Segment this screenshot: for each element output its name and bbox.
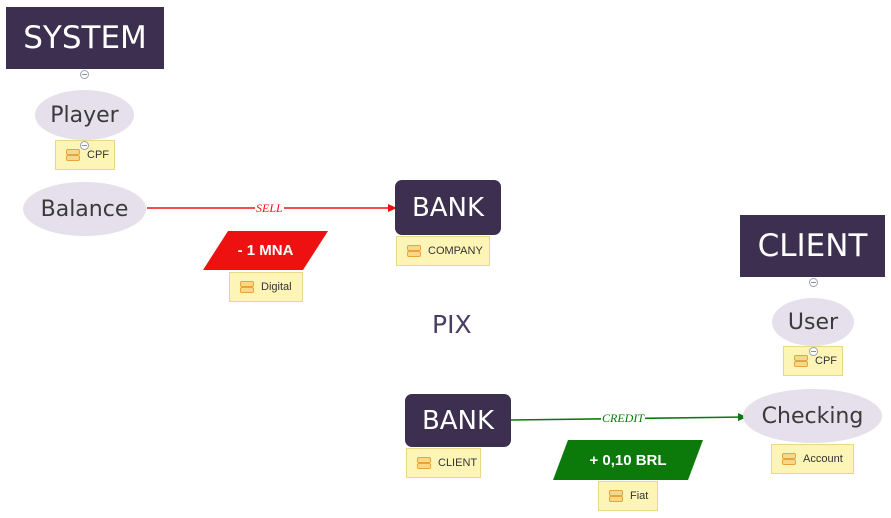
bank-client-tag[interactable]: CLIENT <box>406 448 481 478</box>
bank-company-tag[interactable]: COMPANY <box>396 236 490 266</box>
debit-amount: - 1 MNA <box>203 231 328 270</box>
checking-tag-label: Account <box>803 453 843 465</box>
user-tag-label: CPF <box>815 355 837 367</box>
debit-tag[interactable]: Digital <box>229 272 303 302</box>
sell-edge-label: SELL <box>255 201 284 216</box>
system-label: SYSTEM <box>23 20 147 56</box>
database-icon <box>609 490 623 502</box>
bank-company-tag-label: COMPANY <box>428 245 483 257</box>
collapse-icon[interactable] <box>80 141 89 150</box>
user-label: User <box>787 309 839 335</box>
system-node[interactable]: SYSTEM <box>6 7 164 69</box>
credit-amount-label: + 0,10 BRL <box>589 451 667 469</box>
balance-label: Balance <box>40 196 129 222</box>
database-icon <box>66 149 80 161</box>
credit-amount: + 0,10 BRL <box>553 440 703 480</box>
bank-client-label: BANK <box>421 405 495 436</box>
debit-tag-label: Digital <box>261 281 292 293</box>
debit-amount-label: - 1 MNA <box>237 242 294 259</box>
credit-tag[interactable]: Fiat <box>598 481 658 511</box>
collapse-icon[interactable] <box>80 70 89 79</box>
checking-tag[interactable]: Account <box>771 444 854 474</box>
client-node[interactable]: CLIENT <box>740 215 885 277</box>
database-icon <box>407 245 421 257</box>
player-node[interactable]: Player <box>35 90 134 140</box>
checking-node[interactable]: Checking <box>743 389 882 443</box>
player-label: Player <box>50 102 119 128</box>
database-icon <box>417 457 431 469</box>
bank-company-label: BANK <box>411 192 485 223</box>
debit-amount-shape <box>203 231 328 270</box>
database-icon <box>794 355 808 367</box>
database-icon <box>240 281 254 293</box>
bank-company-node[interactable]: BANK <box>395 180 501 235</box>
credit-tag-label: Fiat <box>630 490 649 502</box>
database-icon <box>782 453 796 465</box>
collapse-icon[interactable] <box>809 347 818 356</box>
balance-node[interactable]: Balance <box>23 182 146 236</box>
bank-client-tag-label: CLIENT <box>438 457 478 469</box>
player-tag-label: CPF <box>87 149 109 161</box>
credit-amount-shape <box>553 440 703 480</box>
client-label: CLIENT <box>757 228 868 264</box>
checking-label: Checking <box>761 403 864 429</box>
pix-label: PIX <box>432 310 472 339</box>
bank-client-node[interactable]: BANK <box>405 394 511 447</box>
credit-edge-label: CREDIT <box>601 411 645 426</box>
user-node[interactable]: User <box>772 298 854 346</box>
collapse-icon[interactable] <box>809 278 818 287</box>
